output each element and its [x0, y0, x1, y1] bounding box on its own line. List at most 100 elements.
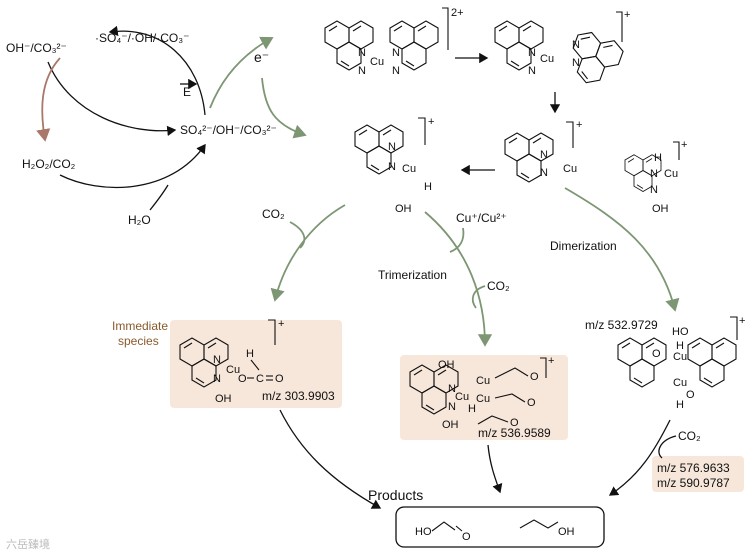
n-atom-8: N [572, 57, 580, 69]
o-atom-2: O [275, 373, 284, 385]
immediate-label-1: Immediate [112, 319, 168, 333]
trimer-box [400, 355, 568, 440]
n-atom-17: N [448, 383, 456, 395]
charge-bracket-2 [616, 11, 623, 42]
trimer-complex: N N Cu Cu Cu H OH OH O O O + m/z 536.958… [409, 355, 554, 440]
arrow-to-immediate [270, 204, 346, 302]
o-atom-6: O [652, 348, 661, 360]
charge-bracket-8 [730, 316, 738, 340]
cu-atom-10: Cu [673, 351, 687, 363]
cu-ratio-hook [449, 227, 465, 253]
dimer-precursor-complex: H N Cu N OH + [624, 139, 687, 215]
n-atom-16: N [213, 373, 221, 385]
cycle-arrow-up [108, 25, 206, 116]
o-atom-7: O [686, 389, 695, 401]
arrow-trimer-to-products [487, 444, 503, 494]
co2-right-hook [658, 435, 677, 459]
mz-immediate: m/z 303.9903 [262, 389, 335, 403]
formic-acid-structure: HO O [415, 521, 471, 543]
watermark: 六岳臻境 [6, 537, 50, 551]
cycle-arrow-h2o2 [59, 143, 206, 189]
cu-ratio-label: Cu⁺/Cu²⁺ [456, 211, 507, 225]
n-atom-14: N [650, 184, 658, 196]
n-atom-7: N [572, 39, 580, 51]
co2-mid-label: CO₂ [487, 279, 510, 293]
cu-phen-twisted-complex: N N Cu N N + [494, 9, 630, 92]
e-field-label: E [183, 85, 191, 99]
n-atom-11: N [388, 141, 396, 153]
co2-left-hook [289, 221, 306, 249]
h-atom: H [424, 181, 432, 193]
electron-label: e⁻ [254, 49, 269, 65]
charge-bracket-7 [540, 357, 547, 378]
arrow-dimer-to-products [608, 419, 671, 496]
dimer-complex: m/z 532.9729 Cu Cu H H O O HO + [585, 315, 745, 411]
ho-product: HO [415, 526, 432, 538]
radicals-label: ·SO₄⁻/·OH/·CO₃⁻ [95, 31, 189, 45]
charge-bracket-6 [268, 319, 276, 345]
cu-atom-11: Cu [673, 377, 687, 389]
charge-label-6: + [278, 318, 284, 330]
oh-group-3: OH [215, 393, 232, 405]
cu-monophen-complex: N N Cu + [504, 119, 582, 183]
immediate-species: Immediate species N N Cu H O C O OH + m/… [112, 318, 335, 405]
electron-arrow-down [261, 77, 307, 139]
oh-group-4: OH [438, 359, 455, 371]
h-atom-2: H [654, 152, 662, 164]
mz-dimer: m/z 532.9729 [585, 318, 658, 332]
charge-label-3: + [576, 119, 582, 131]
cu-atom: Cu [370, 56, 384, 68]
o-atom-3: O [530, 371, 539, 383]
immediate-species-box [170, 320, 342, 408]
immediate-label-2: species [118, 334, 159, 348]
cu-atom-4: Cu [402, 163, 416, 175]
n-atom-18: N [448, 401, 456, 413]
oh-group-2: OH [652, 203, 669, 215]
n-atom-6: N [528, 65, 536, 77]
n-atom-4: N [392, 65, 400, 77]
final-mz-box [652, 456, 744, 492]
h2o-label: H₂O [128, 213, 151, 227]
o-atom-4: O [527, 397, 536, 409]
h-atom-3: H [246, 348, 254, 360]
h2o2-co2-label: H₂O₂/CO₂ [22, 157, 76, 171]
n-atom-9: N [540, 149, 548, 161]
oh-group-5: OH [442, 419, 459, 431]
charge-label-7: + [548, 355, 554, 367]
cu-atom-2: Cu [540, 53, 554, 65]
oh-product: OH [558, 526, 575, 538]
cu-atom-9: Cu [476, 393, 490, 405]
h-atom-5: H [676, 340, 684, 352]
n-atom-1: N [358, 47, 366, 59]
mz-trimer: m/z 536.9589 [478, 426, 551, 440]
cu-atom-7: Cu [455, 391, 469, 403]
charge-bracket-4 [418, 117, 426, 145]
co2-left-label: CO₂ [262, 207, 285, 221]
charge-label-4: + [428, 116, 434, 128]
oh-co3-label: OH⁻/CO₃²⁻ [6, 41, 67, 55]
cu-atom-8: Cu [476, 375, 490, 387]
ethanol-structure: OH [519, 519, 575, 538]
electron-arrow-up [209, 36, 274, 109]
charge-bracket-3 [566, 121, 574, 148]
cycle-arrow-h2o [149, 184, 169, 211]
dimerization-label: Dimerization [550, 239, 617, 253]
cycle-arrow-red [36, 57, 61, 142]
n-atom-2: N [358, 65, 366, 77]
so4-oh-co3-label: SO₄²⁻/OH⁻/CO₃²⁻ [180, 123, 277, 137]
cu-hydride-complex: N N Cu H OH + [354, 116, 434, 215]
charge-bracket-5 [673, 141, 680, 160]
co2-mid-hook [471, 285, 486, 309]
c-atom: C [256, 373, 264, 385]
mz-final-2: m/z 590.9787 [657, 476, 730, 490]
cu-atom-5: Cu [664, 168, 678, 180]
co2-right-label: CO₂ [678, 429, 701, 443]
o-atom-1: O [238, 373, 247, 385]
charge-bracket [442, 7, 449, 50]
n-atom-3: N [392, 47, 400, 59]
n-atom-12: N [388, 161, 396, 173]
n-atom-15: N [213, 354, 221, 366]
h-atom-6: H [676, 399, 684, 411]
charge-label-8: + [739, 315, 745, 327]
